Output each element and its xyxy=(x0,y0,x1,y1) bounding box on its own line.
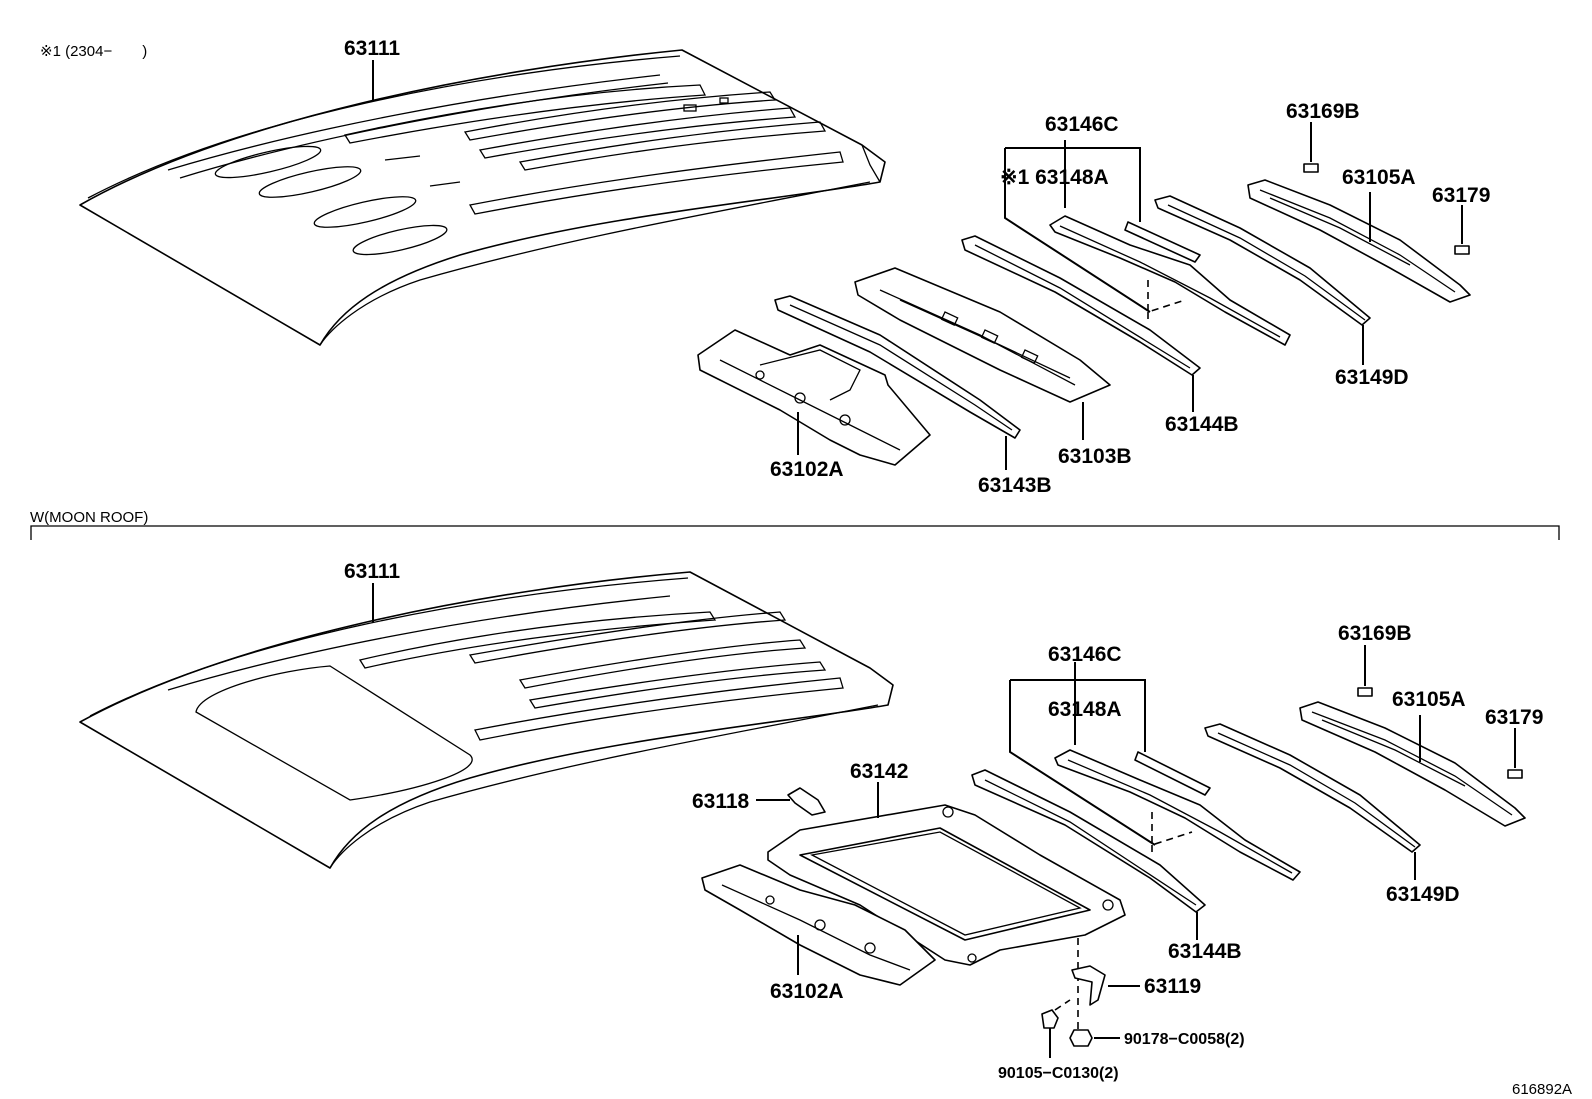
label-90178: 90178−C0058(2) xyxy=(1124,1031,1245,1048)
note-marker: ※1 (2304− ) xyxy=(40,43,147,60)
label-top-63144b: 63144B xyxy=(1165,413,1239,436)
label-top-63111: 63111 xyxy=(344,37,400,60)
label-top-63105a: 63105A xyxy=(1342,166,1416,189)
bottom-part-63119 xyxy=(1071,965,1106,1006)
fastener-90105-bolt xyxy=(1041,1009,1059,1029)
label-bottom-63118: 63118 xyxy=(692,790,750,813)
bottom-part-63149d xyxy=(1204,723,1421,853)
label-bottom-63111: 63111 xyxy=(344,560,400,583)
bracket-bottom-63146c xyxy=(1009,679,1156,846)
label-top-63149d: 63149D xyxy=(1335,366,1409,389)
label-bottom-63142: 63142 xyxy=(850,760,908,783)
top-part-63179 xyxy=(1454,245,1470,255)
bracket-top-63146c xyxy=(1004,147,1151,313)
label-top-63148a: ※1 63148A xyxy=(1000,166,1109,189)
document-code: 616892A xyxy=(1512,1081,1572,1098)
label-bottom-63144b: 63144B xyxy=(1168,940,1242,963)
label-bottom-63146c: 63146C xyxy=(1048,643,1122,666)
label-top-63102a: 63102A xyxy=(770,458,844,481)
label-top-63179: 63179 xyxy=(1432,184,1490,207)
label-top-63146c: 63146C xyxy=(1045,113,1119,136)
bottom-part-63142 xyxy=(767,804,1126,966)
top-part-63144b xyxy=(961,235,1201,376)
label-bottom-63149d: 63149D xyxy=(1386,883,1460,906)
label-bottom-63119: 63119 xyxy=(1144,975,1201,998)
label-top-63169b: 63169B xyxy=(1286,100,1360,123)
top-part-63169b xyxy=(1303,163,1319,173)
top-part-63105a xyxy=(1247,179,1471,303)
section-bracket xyxy=(30,525,1560,540)
bottom-part-63102a xyxy=(701,864,936,986)
label-top-63103b: 63103B xyxy=(1058,445,1132,468)
label-90105: 90105−C0130(2) xyxy=(998,1065,1119,1082)
label-bottom-63148a: 63148A xyxy=(1048,698,1122,721)
label-bottom-63169b: 63169B xyxy=(1338,622,1412,645)
section-label: W(MOON ROOF) xyxy=(30,509,148,526)
fastener-90178-nut xyxy=(1069,1029,1093,1047)
top-roof-panel xyxy=(79,49,886,346)
bottom-part-63144b xyxy=(971,769,1206,913)
top-part-63143b xyxy=(774,295,1021,439)
bottom-part-63118 xyxy=(787,787,826,816)
bottom-part-63179 xyxy=(1507,769,1523,779)
label-bottom-63105a: 63105A xyxy=(1392,688,1466,711)
top-part-63149d xyxy=(1154,195,1371,326)
label-top-63143b: 63143B xyxy=(978,474,1052,497)
dash-line-90105 xyxy=(1054,999,1071,1011)
top-part-63148a xyxy=(1049,215,1291,346)
bottom-roof-panel xyxy=(79,571,894,869)
bottom-part-63169b xyxy=(1357,687,1373,697)
label-bottom-63102a: 63102A xyxy=(770,980,844,1003)
top-part-63103b xyxy=(854,267,1111,403)
label-bottom-63179: 63179 xyxy=(1485,706,1543,729)
top-part-63102a xyxy=(697,329,931,466)
bottom-part-63148a xyxy=(1054,749,1301,881)
